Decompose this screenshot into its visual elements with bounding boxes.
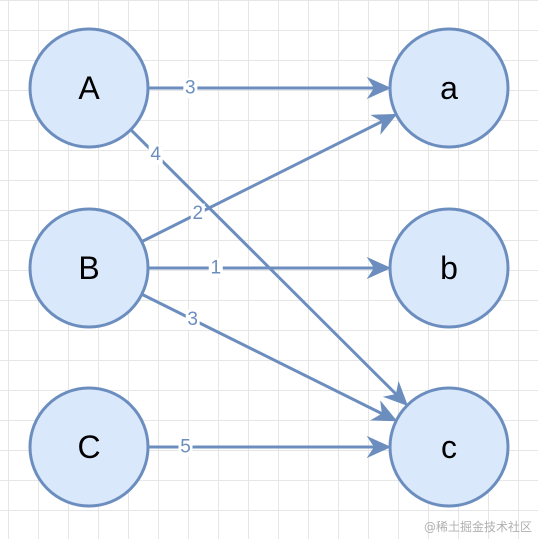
edge-label-background (178, 437, 193, 457)
edge-weight-label: 4 (150, 144, 161, 165)
node-label: c (441, 429, 457, 465)
edge-label-background (183, 78, 198, 98)
node-label: b (440, 250, 458, 286)
node-label: A (78, 70, 100, 106)
edge-label-B-b: 1 (208, 258, 223, 279)
edge-B-c (141, 292, 398, 422)
node-circle (388, 207, 510, 329)
edge-B-b (148, 256, 392, 280)
edge-line (141, 119, 384, 243)
arrowhead-icon (370, 400, 398, 422)
edge-label-B-a: 2 (190, 203, 205, 224)
edge-weight-label: 1 (210, 258, 221, 279)
node-a: a (388, 27, 510, 149)
node-A: A (28, 27, 150, 149)
arrowhead-icon (366, 256, 392, 280)
edges-layer (129, 76, 409, 459)
node-c: c (388, 386, 510, 508)
arrowhead-icon (366, 435, 392, 459)
edge-labels-layer: 3 4 2 1 3 5 (148, 78, 223, 458)
node-label: B (78, 250, 99, 286)
edge-label-background (208, 258, 223, 278)
node-circle (28, 27, 150, 149)
node-label: a (440, 70, 458, 106)
edge-label-B-c: 3 (185, 309, 200, 330)
arrowhead-icon (366, 76, 392, 100)
edge-label-background (148, 144, 163, 165)
edge-line (129, 128, 398, 396)
watermark: @稀土掘金技术社区 (423, 520, 532, 534)
edge-weight-label: 2 (192, 203, 203, 224)
edge-label-A-a: 3 (183, 78, 198, 99)
edge-weight-label: 3 (185, 78, 196, 99)
edge-B-a (141, 113, 398, 243)
node-B: B (28, 207, 150, 329)
edge-label-A-c: 4 (148, 144, 163, 165)
edge-label-background (190, 203, 205, 224)
node-circle (28, 386, 150, 508)
arrowhead-icon (382, 380, 409, 407)
edge-A-c (129, 128, 409, 407)
edge-weight-label: 5 (180, 437, 191, 458)
arrowhead-icon (370, 113, 398, 135)
nodes-layer: A B Ca b c (28, 27, 510, 508)
node-circle (28, 207, 150, 329)
edge-weight-label: 3 (187, 309, 198, 330)
node-label: C (77, 429, 100, 465)
edge-line (141, 292, 384, 416)
node-b: b (388, 207, 510, 329)
node-C: C (28, 386, 150, 508)
edge-label-background (185, 309, 200, 330)
node-circle (388, 386, 510, 508)
node-circle (388, 27, 510, 149)
edge-label-C-c: 5 (178, 437, 193, 458)
